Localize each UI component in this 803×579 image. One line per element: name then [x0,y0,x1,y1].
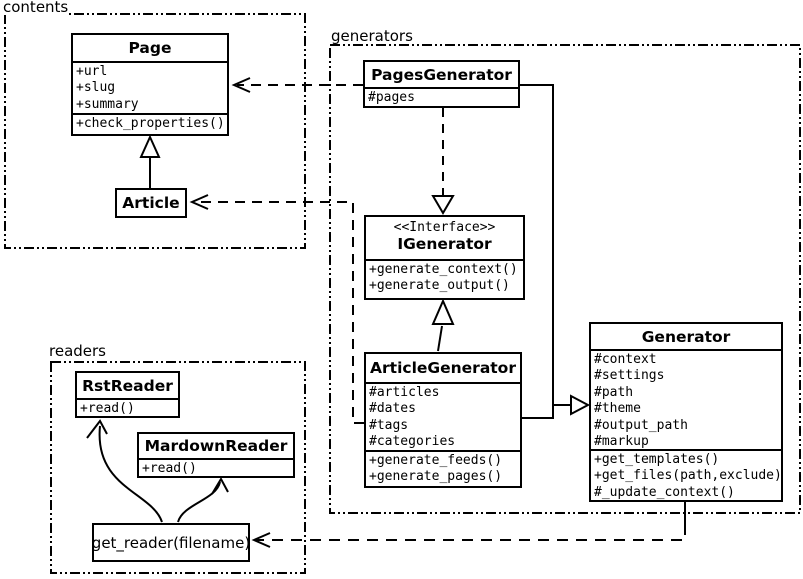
class-attribute: #output_path [594,417,688,433]
class-article: Article [115,188,187,218]
class-articlegenerator-attributes: #articles #dates #tags #categories [366,382,520,450]
class-attribute: +summary [76,96,139,112]
class-attribute: #settings [594,368,665,384]
dependency-generator-to-getreader [256,524,686,541]
generalization-articlegenerator-to-igenerator [437,325,443,352]
class-method: +generate_context() [369,262,518,277]
class-method: #_update_context() [594,484,735,500]
generalization-trunk-to-generator [520,84,554,419]
hollow-triangle-at-igenerator-bottom [431,298,455,325]
association-getreader-to-rstreader [98,425,163,523]
open-arrowhead-at-article [189,194,209,210]
class-rstreader: RstReader +read() [75,371,180,418]
class-pagesgenerator: PagesGenerator #pages [363,60,520,108]
class-mardownreader: MardownReader +read() [137,432,295,478]
class-mardownreader-title: MardownReader [144,437,288,455]
class-page-attributes: +url +slug +summary [73,61,227,113]
class-rstreader-methods: +read() [77,398,178,417]
class-page-methods: +check_properties() [73,113,227,132]
generators-package-label: generators [330,27,414,45]
node-getreader: get_reader(filename) [92,523,250,562]
contents-package-label: contents [2,0,70,16]
class-attribute: #path [594,384,634,400]
class-attribute: #pages [368,90,415,105]
class-mardownreader-methods: +read() [139,458,293,477]
class-article-title: Article [122,194,180,212]
class-generator-attributes: #context #settings #path #theme #output_… [591,349,781,449]
contents-package-border [4,13,306,249]
class-attribute: #categories [369,434,456,450]
hollow-triangle-at-page-bottom [139,134,161,158]
class-igenerator-title: IGenerator [397,235,492,253]
class-attribute: #theme [594,401,641,417]
class-attribute: #context [594,352,657,367]
open-arrowhead-at-page [231,77,251,93]
open-arrowhead-at-getreader [251,532,271,548]
class-igenerator-methods: +generate_context() +generate_output() [366,259,523,295]
class-generator-methods: +get_templates() +get_files(path,exclude… [591,449,781,501]
class-articlegenerator-methods: +generate_feeds() +generate_pages() [366,450,520,486]
hollow-triangle-at-generator-left [570,394,591,416]
class-articlegenerator: ArticleGenerator #articles #dates #tags … [364,352,522,488]
class-method: +check_properties() [76,116,225,131]
class-articlegenerator-title: ArticleGenerator [370,359,516,377]
class-pagesgenerator-attributes: #pages [365,87,518,106]
generators-package-border [329,44,801,514]
dependency-articlegenerator-to-article [194,201,364,424]
class-page: Page +url +slug +summary +check_properti… [71,33,229,136]
class-attribute: #dates [369,401,416,417]
class-method: +generate_output() [369,278,510,294]
class-generator-title: Generator [641,327,731,346]
hollow-triangle-at-igenerator-top [431,195,455,215]
class-rstreader-title: RstReader [82,376,173,395]
class-method: +read() [142,461,197,476]
class-attribute: #tags [369,417,409,433]
readers-package-label: readers [48,342,107,360]
association-getreader-to-mardownreader [177,481,221,523]
class-method: +generate_pages() [369,469,503,485]
open-arrowhead-at-rstreader [86,419,108,439]
class-attribute: +url [76,64,108,79]
class-attribute: #articles [369,385,440,400]
class-pagesgenerator-title: PagesGenerator [371,65,512,84]
class-method: +get_templates() [594,452,720,467]
class-method: +read() [80,401,135,416]
class-method: +generate_feeds() [369,453,503,468]
class-method: +get_files(path,exclude) [594,468,781,484]
open-arrowhead-at-mardownreader [211,476,229,495]
class-attribute: #markup [594,434,649,449]
class-igenerator: <<Interface>> IGenerator +generate_conte… [364,215,525,300]
class-attribute: +slug [76,80,116,96]
readers-package-border [50,361,306,574]
class-page-title: Page [128,39,172,57]
class-igenerator-header: <<Interface>> IGenerator [366,217,523,259]
interface-stereotype: <<Interface>> [393,220,496,235]
class-generator: Generator #context #settings #path #them… [589,322,783,502]
